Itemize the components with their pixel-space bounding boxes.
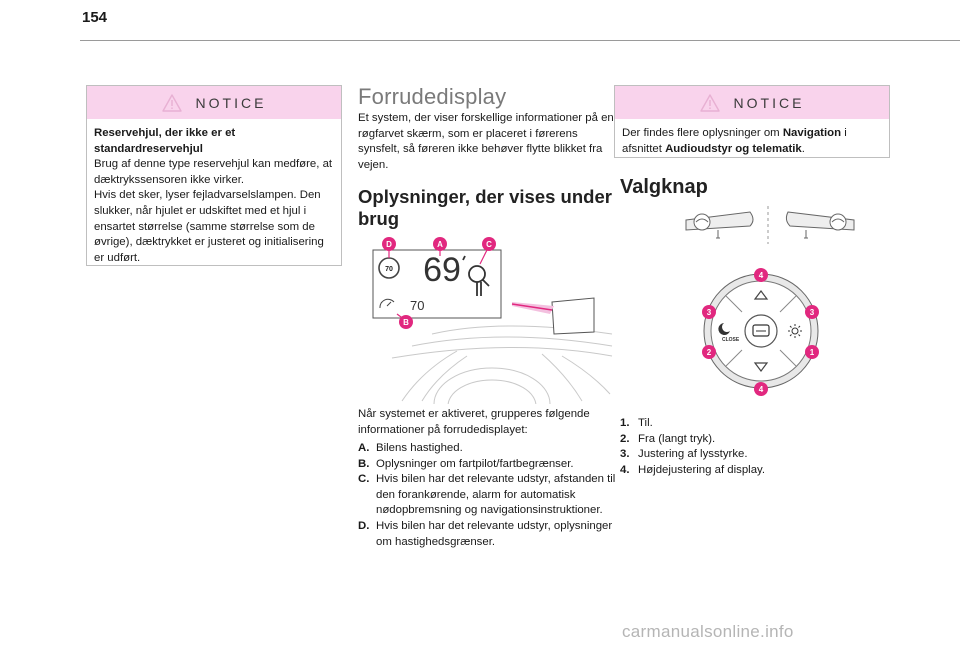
callout-b: [399, 315, 413, 329]
list-item: C.Hvis bilen har det relevante udstyr, a…: [358, 473, 616, 517]
svg-text:3: 3: [707, 308, 712, 317]
hud-info-list: A.Bilens hastighed. B.Oplysninger om far…: [358, 441, 620, 550]
list-item: 2.Fra (langt tryk).: [620, 432, 716, 445]
section-title: Forrudedisplay: [358, 84, 507, 109]
sun-icon: [788, 324, 802, 338]
list-item: 3.Justering af lysstyrke.: [620, 448, 748, 461]
page-number: 154: [82, 9, 108, 26]
hud-illustration: 70 69 70 D A C B: [372, 237, 613, 404]
selector-knob-illustration: CLOSE 4 4 3 3 2 1: [702, 268, 819, 396]
callout-c: [482, 237, 496, 251]
speed-readout: 69: [423, 251, 461, 289]
callout-d: [382, 237, 396, 251]
selector-list: 1.Til. 2.Fra (langt tryk). 3.Justering a…: [620, 416, 890, 478]
notice-box-right: NOTICE Der findes flere oplysninger om N…: [614, 85, 890, 158]
list-item: 4.Højdejustering af display.: [620, 463, 766, 476]
notice-body: Reservehjul, der ikke er et standardrese…: [87, 119, 341, 275]
svg-text:B: B: [403, 318, 409, 327]
svg-text:3: 3: [810, 308, 815, 317]
hud-section: Forrudedisplay: [358, 84, 620, 110]
list-item: A.Bilens hastighed.: [358, 442, 463, 454]
notice-heading: Reservehjul, der ikke er et standardrese…: [94, 127, 236, 155]
selector-title: Valgknap: [620, 176, 708, 198]
limiter-icon: [379, 298, 395, 309]
svg-text:A: A: [437, 240, 443, 249]
svg-text:2: 2: [707, 348, 712, 357]
header-rule: [80, 40, 960, 41]
list-item: D.Hvis bilen har det relevante udstyr, o…: [358, 519, 613, 548]
svg-text:4: 4: [759, 385, 764, 394]
notice-title: NOTICE: [195, 94, 267, 111]
notice-body: Der findes flere oplysninger om Navigati…: [622, 127, 847, 155]
arrow-up-icon: [753, 290, 769, 300]
callout-a: [433, 237, 447, 251]
moon-icon: [718, 323, 730, 335]
notice-box-left: NOTICE Reservehjul, der ikke er et stand…: [86, 85, 342, 266]
warning-triangle-icon: [699, 93, 720, 112]
hud-list-intro: Når systemet er aktiveret, grupperes føl…: [358, 408, 590, 436]
notice-header: NOTICE: [87, 86, 341, 119]
svg-text:C: C: [486, 240, 492, 249]
watermark: carmanualsonline.info: [622, 622, 794, 641]
limiter-value: 70: [410, 298, 424, 313]
stalk-illustration: [685, 206, 855, 244]
close-label: CLOSE: [722, 337, 740, 343]
notice-title: NOTICE: [733, 94, 805, 111]
svg-text:D: D: [386, 240, 392, 249]
arrow-down-icon: [753, 362, 769, 372]
svg-text:4: 4: [759, 271, 764, 280]
hud-intro: Et system, der viser forskellige informa…: [358, 112, 614, 171]
list-item: B.Oplysninger om fartpilot/fartbegrænser…: [358, 457, 574, 470]
svg-text:1: 1: [810, 348, 815, 357]
speed-limit-sign: 70: [385, 266, 393, 273]
notice-text-1: Brug af denne type reservehjul kan medfø…: [94, 158, 333, 186]
notice-header: NOTICE: [615, 86, 889, 119]
notice-text-2: Hvis det sker, lyser fejladvarselslampen…: [94, 189, 324, 264]
navigation-icon: [462, 255, 490, 296]
warning-triangle-icon: [161, 93, 182, 112]
hud-subheading: Oplysninger, der vises under brug: [358, 186, 612, 229]
list-item: 1.Til.: [620, 417, 653, 429]
